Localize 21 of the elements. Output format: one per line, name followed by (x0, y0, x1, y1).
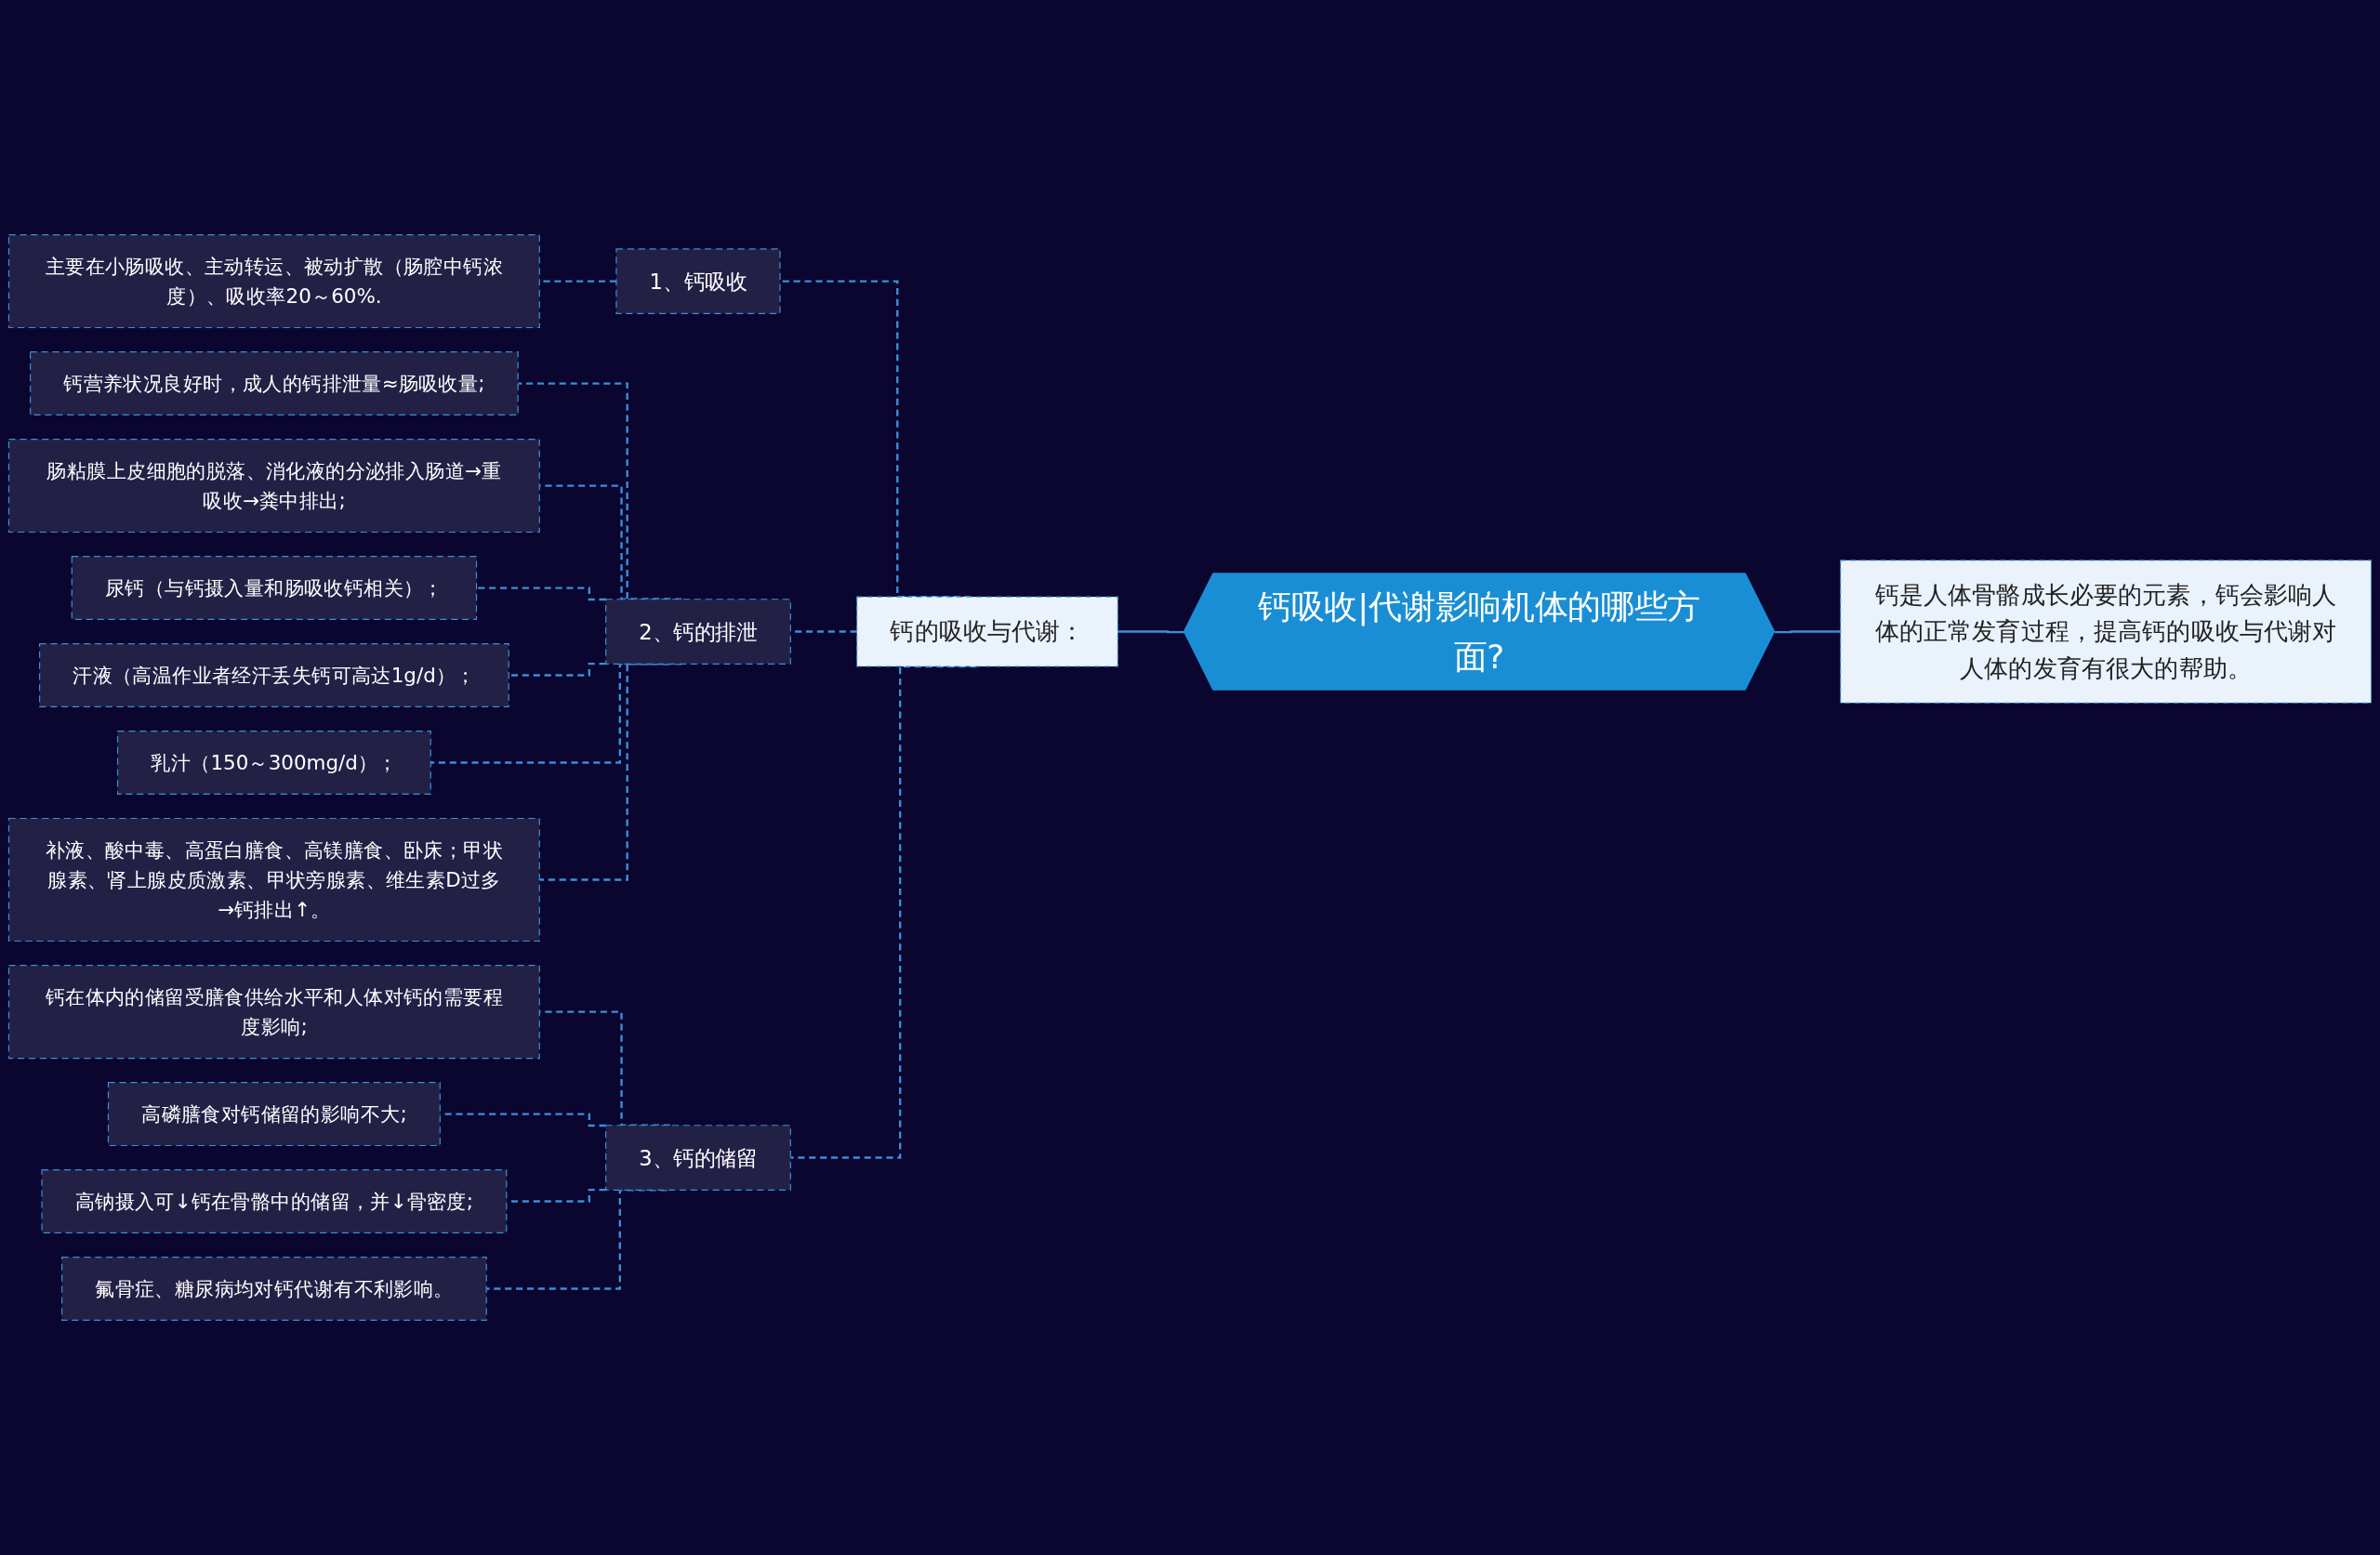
node-box: 肠粘膜上皮细胞的脱落、消化液的分泌排入肠道→重吸收→粪中排出; (7, 439, 540, 534)
node-box: 汗液（高温作业者经汗丢失钙可高达1g/d）； (39, 643, 509, 707)
node-box: 2、钙的排泄 (605, 599, 791, 665)
node-box: 钙在体内的储留受膳食供给水平和人体对钙的需要程度影响; (7, 965, 540, 1060)
node-box: 补液、酸中毒、高蛋白膳食、高镁膳食、卧床；甲状腺素、肾上腺皮质激素、甲状旁腺素、维生素D过多→钙排出↑。 (7, 817, 540, 942)
node-box: 钙营养状况良好时，成人的钙排泄量≈肠吸收量; (30, 351, 519, 416)
connector (790, 665, 977, 1159)
node-box: 乳汁（150～300mg/d）； (116, 730, 431, 795)
node-box: 3、钙的储留 (605, 1125, 791, 1191)
node-box: 尿钙（与钙摄入量和肠吸收钙相关）； (71, 556, 478, 621)
node-box: 钙的吸收与代谢： (856, 596, 1118, 667)
node-box: 氟骨症、糖尿病均对钙代谢有不利影响。 (61, 1257, 487, 1321)
connector (509, 662, 606, 677)
node-box: 主要在小肠吸收、主动转运、被动扩散（肠腔中钙浓度）、吸收率20～60%. (7, 234, 540, 329)
node-box: 高钠摄入可↓钙在骨骼中的储留，并↓骨密度; (41, 1169, 508, 1233)
node-box: 钙是人体骨骼成长必要的元素，钙会影响人体的正常发育过程，提高钙的吸收与代谢对人体的发育有很大的帮助。 (1840, 560, 2373, 704)
connector (1774, 630, 1841, 634)
node-box: 1、钙吸收 (615, 248, 781, 314)
node-box: 高磷膳食对钙储留的影响不大; (107, 1082, 441, 1147)
connector (1117, 630, 1185, 634)
connector (476, 586, 606, 601)
